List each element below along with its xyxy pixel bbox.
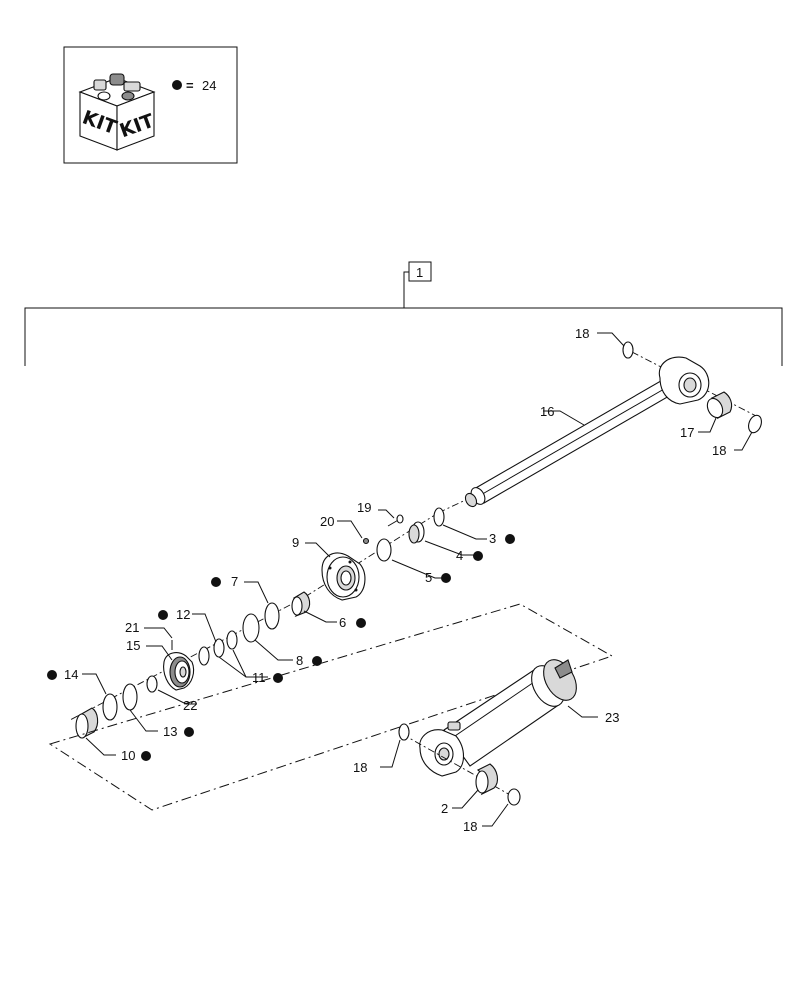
kit-dot-part-14 [47,670,57,680]
rod-assembly [439,341,762,513]
callout-5: 5 [425,570,432,585]
check-ball [362,537,370,545]
callout-19: 19 [357,500,371,515]
callout-14: 14 [64,667,78,682]
callout-2: 2 [441,801,448,816]
kit-dot-part-13 [184,727,194,737]
callout-9: 9 [292,535,299,550]
retaining-ring-barrel-bottom [507,788,521,806]
kit-box-icon: KIT KIT [78,73,157,151]
assembly-bracket: 1 [24,261,783,366]
head-and-seals [69,507,445,739]
piston [163,652,195,691]
kit-dot-part-11 [273,673,283,683]
callout-11: 11 [252,670,266,685]
retaining-ring-rod-right [748,414,762,434]
kit-dot-part-3 [505,534,515,544]
callout-21: 21 [125,620,139,635]
kit-dot-part-12 [158,610,168,620]
callout-6: 6 [339,615,346,630]
wear-band [75,707,99,739]
kit-marker-dots [47,534,515,761]
kit-equals-sign: = [186,78,194,93]
piston-seal [122,683,138,711]
kit-dot-part-10 [141,751,151,761]
callout-23: 23 [605,710,619,725]
piston-ring-a [226,630,238,650]
barrel-group-frame [48,603,614,811]
retaining-ring-barrel-top [398,723,410,741]
callout-18-rod-right: 18 [712,443,726,458]
assembly-ref-number: 1 [416,265,423,280]
kit-dot-part-6 [356,618,366,628]
wiper-ring [433,507,445,527]
kit-legend: KIT KIT = 24 [63,46,238,164]
head-seal [242,613,260,643]
cylinder-barrel [419,659,577,777]
barrel-group [48,603,614,811]
set-screw [387,514,404,527]
head-o-ring [376,538,392,562]
kit-marker-dot [172,80,182,90]
callout-22: 22 [183,698,197,713]
kit-dot-part-8 [312,656,322,666]
callout-4: 4 [456,548,463,563]
retaining-ring-top [622,341,634,359]
callout-18-top: 18 [575,326,589,341]
callout-12: 12 [176,607,190,622]
backup-ring [264,602,280,630]
callout-15: 15 [126,638,140,653]
callout-13: 13 [163,724,177,739]
callout-16: 16 [540,404,554,419]
kit-dot-part-7 [211,577,221,587]
callout-18-barrel-bottom: 18 [463,819,477,834]
piston-rod [464,356,710,508]
cylinder-head [321,552,366,601]
kit-number: 24 [202,78,216,93]
callout-7: 7 [231,574,238,589]
callout-3: 3 [489,531,496,546]
callout-labels: 18 16 17 18 19 20 9 3 4 5 7 6 12 21 15 8… [64,326,726,834]
callout-18-barrel-top: 18 [353,760,367,775]
callout-10: 10 [121,748,135,763]
leader-lines [82,332,753,827]
kit-dot-part-5 [441,573,451,583]
kit-dot-part-4 [473,551,483,561]
piston-inner-ring [146,675,158,693]
callout-20: 20 [320,514,334,529]
callout-17: 17 [680,425,694,440]
wear-ring [102,693,118,721]
callout-8: 8 [296,653,303,668]
barrel-bushing [475,763,499,796]
rod-eye-bushing [706,391,733,420]
piston-o-ring [198,646,210,666]
